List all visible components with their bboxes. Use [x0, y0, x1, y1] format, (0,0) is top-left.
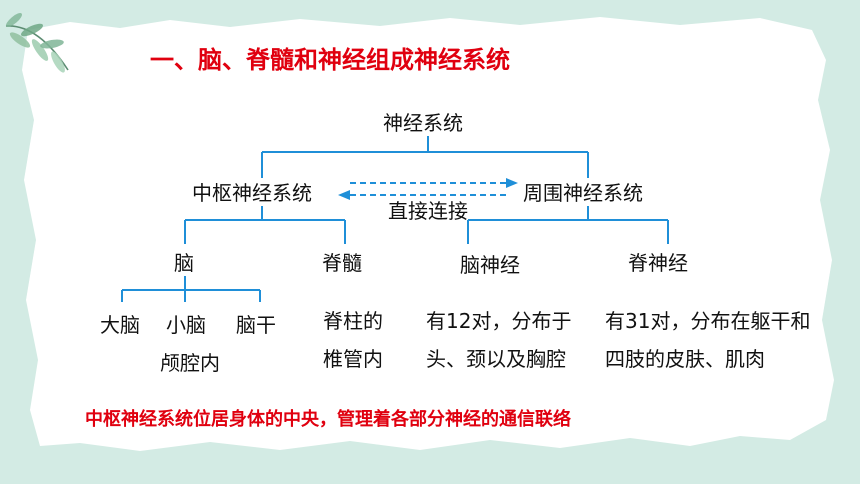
node-nervous-system: 神经系统 — [383, 111, 463, 135]
node-central-nervous-system: 中枢神经系统 — [192, 181, 312, 205]
node-spinal-cord: 脊髓 — [322, 251, 362, 275]
node-peripheral-nervous-system: 周围神经系统 — [523, 181, 643, 205]
connection-label: 直接连接 — [388, 199, 468, 223]
label-cranial-cavity: 颅腔内 — [160, 351, 220, 375]
node-cerebellum: 小脑 — [166, 313, 206, 337]
leaf-decoration-icon — [5, 13, 69, 73]
node-brainstem: 脑干 — [236, 313, 276, 337]
label-spinal-location-line1: 脊柱的 — [323, 309, 383, 333]
node-brain: 脑 — [174, 251, 194, 275]
node-cranial-nerves: 脑神经 — [460, 253, 520, 277]
desc-cranial-nerves-line1: 有12对，分布于 — [426, 309, 572, 333]
node-cerebrum: 大脑 — [100, 313, 140, 337]
desc-spinal-nerves-line1: 有31对，分布在躯干和 — [605, 309, 811, 333]
summary-note: 中枢神经系统位居身体的中央，管理着各部分神经的通信联络 — [85, 409, 571, 430]
label-spinal-location-line2: 椎管内 — [323, 347, 383, 371]
desc-spinal-nerves-line2: 四肢的皮肤、肌肉 — [605, 347, 765, 371]
desc-cranial-nerves-line2: 头、颈以及胸腔 — [426, 347, 566, 371]
page-title: 一、脑、脊髓和神经组成神经系统 — [150, 46, 510, 74]
node-spinal-nerves: 脊神经 — [628, 251, 688, 275]
